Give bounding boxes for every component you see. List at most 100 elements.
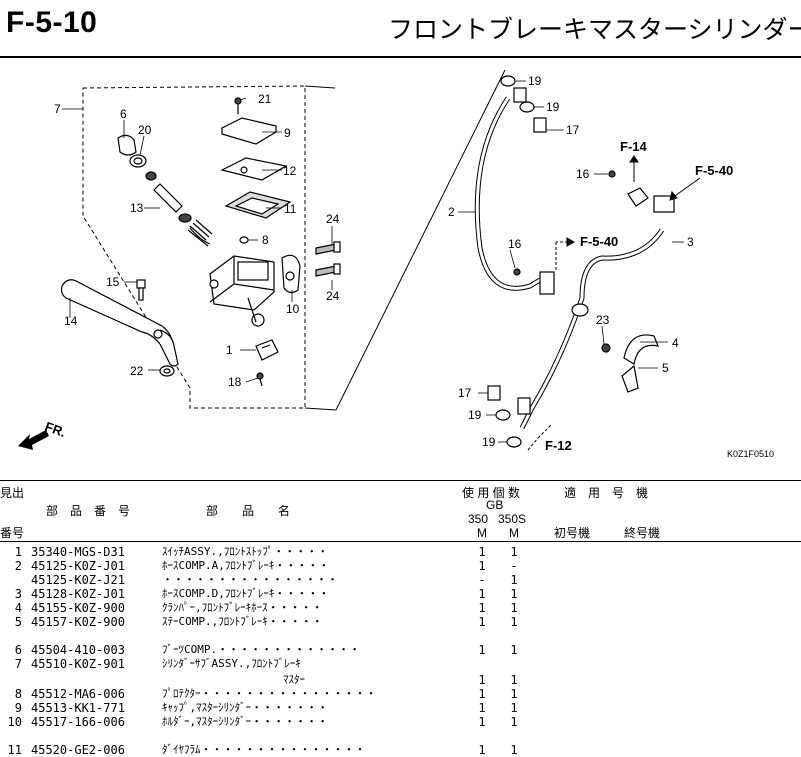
part-name: ｼﾘﾝﾀﾞｰｻﾌﾞASSY.,ﾌﾛﾝﾄﾌﾞﾚｰｷ	[162, 657, 301, 670]
callout-14: 14	[64, 314, 78, 328]
diaphragm-part-11	[224, 191, 292, 219]
callout-3: 3	[687, 235, 694, 249]
ref-f-14: F-14	[620, 139, 648, 154]
callout-17-b: 17	[458, 386, 472, 400]
washer-part-19-mid	[519, 101, 535, 113]
exploded-parts-diagram: 7 6 20 21 9 12 11 8 13 24 24 10 15 14 1 …	[18, 69, 774, 459]
bolt-part-23	[601, 343, 611, 353]
screw-part-18	[256, 372, 264, 387]
item-number: 1	[14, 545, 22, 559]
col-header-part-name: 部 品 名	[206, 504, 291, 518]
col-header-last-machine: 終号機	[624, 526, 661, 540]
callout-6: 6	[120, 107, 127, 121]
callout-19-d: 19	[482, 435, 496, 449]
banjo-fitting-bottom	[517, 397, 531, 415]
qty-350sm: 1	[510, 615, 518, 629]
front-direction-arrow	[18, 430, 49, 450]
part-name: ｽﾃｰCOMP.,ﾌﾛﾝﾄﾌﾞﾚｰｷ・・・・・	[162, 615, 323, 628]
part-name: ・・・・・・・・・・・・・・・・	[162, 573, 338, 586]
guide-line	[304, 85, 336, 89]
bolt-part-24-upper	[315, 241, 341, 255]
bolt-part-17-top	[533, 117, 547, 133]
qty-350sm: -	[510, 559, 518, 573]
callout-1: 1	[226, 343, 233, 357]
qty-350sm: 1	[510, 701, 518, 715]
part-number: 45517-166-006	[31, 715, 125, 729]
callout-8: 8	[262, 233, 269, 247]
qty-350m: 1	[478, 743, 486, 757]
bolt-part-16-lower	[513, 268, 521, 276]
cap-part-9	[220, 117, 278, 145]
qty-350m: -	[478, 573, 486, 587]
cylinder-body	[209, 255, 275, 327]
part-name: ﾎｰｽCOMP.A,ﾌﾛﾝﾄﾌﾞﾚｰｷ・・・・・	[162, 559, 330, 572]
bracket-fitting-mid	[539, 271, 555, 295]
col-header-midashi: 見出	[0, 486, 25, 500]
part-number: 45504-410-003	[31, 643, 125, 657]
clamper-part-4	[623, 334, 659, 365]
pivot-bolt-part-15	[136, 279, 146, 301]
front-marker-label: FR.	[43, 419, 68, 440]
qty-350m: 1	[478, 715, 486, 729]
callout-23: 23	[596, 313, 610, 327]
qty-350sm: 1	[510, 687, 518, 701]
qty-350sm: 1	[510, 573, 518, 587]
bolt-part-24-lower	[315, 263, 341, 277]
callout-2: 2	[448, 205, 455, 219]
washer-part-19-top	[500, 75, 516, 87]
page-title: フロントブレーキマスターシリンダー	[388, 16, 801, 44]
qty-350sm: 1	[510, 601, 518, 615]
hose-part-2	[474, 96, 542, 291]
col-header-350s: 350S	[498, 512, 527, 526]
col-header-first-machine: 初号機	[554, 526, 591, 540]
part-number: 45510-K0Z-901	[31, 657, 125, 671]
part-name: ﾌﾞｰﾂCOMP.・・・・・・・・・・・・・	[162, 643, 361, 656]
qty-350m: 1	[478, 643, 486, 657]
callout-9: 9	[284, 126, 291, 140]
switch-part-1	[255, 339, 279, 361]
item-number: 9	[14, 701, 22, 715]
col-header-m-b: M	[509, 526, 519, 540]
ref-f-5-40-mid: F-5-40	[580, 234, 618, 249]
part-number: 45157-K0Z-900	[31, 615, 125, 629]
callout-19-c: 19	[468, 408, 482, 422]
part-number: 45513-KK1-771	[31, 701, 125, 715]
bolt-part-16-upper	[608, 170, 616, 178]
item-number: 7	[14, 657, 22, 671]
bracket-part-f14	[627, 187, 649, 207]
part-name: ﾌﾟﾛﾃｸﾀｰ・・・・・・・・・・・・・・・・	[162, 687, 377, 700]
qty-350sm: 1	[510, 587, 518, 601]
nut-part-22	[159, 365, 175, 377]
boot-part-6	[117, 134, 137, 156]
washer-part-19-bottom1	[495, 409, 511, 421]
hose-part-3	[519, 228, 665, 430]
callout-18: 18	[228, 375, 242, 389]
part-name: ﾀﾞｲﾔﾌﾗﾑ・・・・・・・・・・・・・・・	[162, 743, 366, 756]
qty-350m: 1	[478, 687, 486, 701]
callout-21: 21	[258, 92, 272, 106]
qty-350m: 1	[478, 615, 486, 629]
item-number: 6	[14, 643, 22, 657]
guide-line	[335, 69, 506, 411]
qty-350sm: 1	[510, 643, 518, 657]
piston-set-part-13	[145, 171, 213, 247]
part-name: ｷｬｯﾌﾟ,ﾏｽﾀｰｼﾘﾝﾀﾞｰ・・・・・・・	[162, 701, 329, 714]
callout-10: 10	[286, 302, 300, 316]
circlip-part-20	[129, 154, 147, 168]
qty-350m: 1	[478, 587, 486, 601]
part-number: 45512-MA6-006	[31, 687, 125, 701]
callout-16-a: 16	[576, 167, 590, 181]
group-7-outline	[82, 85, 306, 409]
table-row: 7 45510-K0Z-901 ｼﾘﾝﾀﾞｰｻﾌﾞASSY.,ﾌﾛﾝﾄﾌﾞﾚｰｷ	[0, 657, 801, 671]
qty-350m: 1	[478, 545, 486, 559]
part-number: 45520-GE2-006	[31, 743, 125, 757]
callout-20: 20	[138, 123, 152, 137]
callout-15: 15	[106, 275, 120, 289]
part-number: 45155-K0Z-900	[31, 601, 125, 615]
header-divider	[0, 56, 801, 58]
callout-19-a: 19	[528, 74, 542, 88]
